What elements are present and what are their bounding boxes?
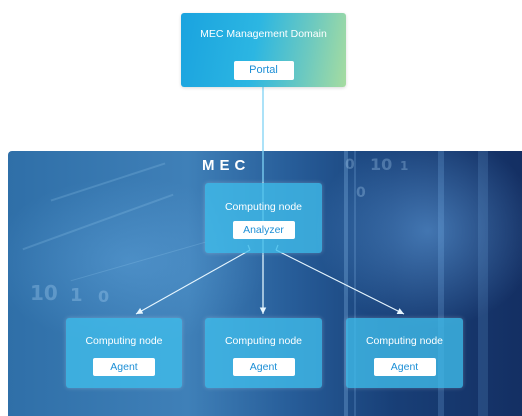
agent-module: Agent bbox=[93, 358, 155, 376]
analyzer-module: Analyzer bbox=[232, 221, 295, 239]
agent-module: Agent bbox=[232, 358, 295, 376]
server-rack-edge bbox=[344, 151, 348, 416]
agent-module: Agent bbox=[373, 358, 436, 376]
computing-node-label: Computing node bbox=[224, 335, 303, 347]
background-digit: 0 bbox=[345, 157, 355, 173]
server-rack-edge bbox=[354, 151, 356, 416]
computing-node-label: Computing node bbox=[85, 335, 163, 347]
arrow-to-agent-right bbox=[275, 249, 405, 315]
computing-node-label: Computing node bbox=[224, 201, 303, 213]
background-digit: 1 bbox=[400, 159, 409, 173]
server-rack-edge bbox=[438, 151, 444, 416]
background-digit: 1 bbox=[70, 285, 83, 306]
portal-button: Portal bbox=[233, 61, 294, 80]
background-digit: 0 bbox=[356, 185, 366, 201]
arrow-to-agent-left bbox=[135, 249, 251, 315]
server-rack-edge bbox=[478, 151, 488, 416]
agent-computing-node-1: Computing node Agent bbox=[66, 318, 182, 388]
background-digit: 10 bbox=[370, 155, 393, 174]
management-domain-title: MEC Management Domain bbox=[200, 28, 327, 40]
background-digit: 0 bbox=[98, 287, 110, 306]
analyzer-computing-node: Computing node Analyzer bbox=[205, 183, 322, 253]
background-digit: 10 bbox=[30, 281, 58, 305]
mec-management-domain-box: MEC Management Domain Portal bbox=[181, 13, 346, 87]
agent-computing-node-3: Computing node Agent bbox=[346, 318, 463, 388]
mec-title: MEC bbox=[202, 157, 251, 174]
computing-node-label: Computing node bbox=[365, 335, 444, 347]
agent-computing-node-2: Computing node Agent bbox=[205, 318, 322, 388]
